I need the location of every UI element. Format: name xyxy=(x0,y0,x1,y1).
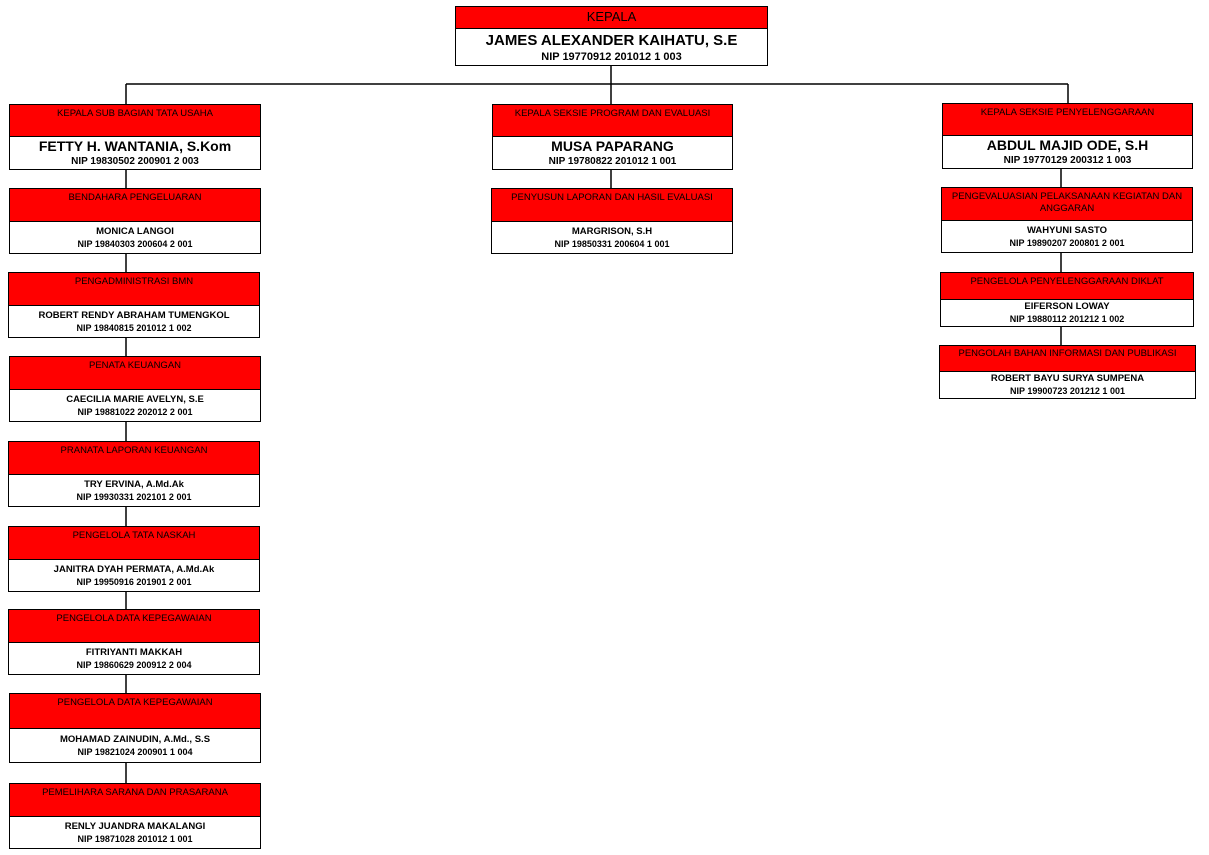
box-title: PENGADMINISTRASI BMN xyxy=(9,273,259,306)
box-nip: NIP 19881022 202012 2 001 xyxy=(77,406,193,417)
org-box-col3-3: PENGOLAH BAHAN INFORMASI DAN PUBLIKASI R… xyxy=(939,345,1196,399)
box-nip: NIP 19770129 200312 1 003 xyxy=(1003,155,1132,166)
box-name: MOHAMAD ZAINUDIN, A.Md., S.S xyxy=(59,733,211,745)
box-nip: NIP 19860629 200912 2 004 xyxy=(76,659,192,670)
box-body: ABDUL MAJID ODE, S.H NIP 19770129 200312… xyxy=(943,136,1192,168)
box-name: JAMES ALEXANDER KAIHATU, S.E xyxy=(485,31,738,49)
org-box-col1-1: BENDAHARA PENGELUARAN MONICA LANGOI NIP … xyxy=(9,188,261,254)
box-name: JANITRA DYAH PERMATA, A.Md.Ak xyxy=(53,563,215,575)
box-title: PENGELOLA TATA NASKAH xyxy=(9,527,259,560)
box-nip: NIP 19871028 201012 1 001 xyxy=(77,833,193,844)
org-box-col1-3: PENATA KEUANGAN CAECILIA MARIE AVELYN, S… xyxy=(9,356,261,422)
box-name: CAECILIA MARIE AVELYN, S.E xyxy=(66,393,204,405)
box-title: PRANATA LAPORAN KEUANGAN xyxy=(9,442,259,475)
box-nip: NIP 19900723 201212 1 001 xyxy=(1010,386,1125,396)
box-body: JANITRA DYAH PERMATA, A.Md.Ak NIP 199509… xyxy=(9,560,259,591)
box-body: WAHYUNI SASTO NIP 19890207 200801 2 001 xyxy=(942,221,1192,252)
org-box-col3-0: KEPALA SEKSIE PENYELENGGARAAN ABDUL MAJI… xyxy=(942,103,1193,169)
box-title: PENYUSUN LAPORAN DAN HASIL EVALUASI xyxy=(492,189,732,222)
box-body: MUSA PAPARANG NIP 19780822 201012 1 001 xyxy=(493,137,732,169)
box-name: MARGRISON, S.H xyxy=(571,225,653,237)
box-body: RENLY JUANDRA MAKALANGI NIP 19871028 201… xyxy=(10,817,260,848)
box-body: EIFERSON LOWAY NIP 19880112 201212 1 002 xyxy=(941,300,1193,326)
org-box-col1-4: PRANATA LAPORAN KEUANGAN TRY ERVINA, A.M… xyxy=(8,441,260,507)
org-box-col1-2: PENGADMINISTRASI BMN ROBERT RENDY ABRAHA… xyxy=(8,272,260,338)
box-name: MUSA PAPARANG xyxy=(551,138,674,154)
box-nip: NIP 19840303 200604 2 001 xyxy=(77,238,193,249)
box-nip: NIP 19930331 202101 2 001 xyxy=(76,491,192,502)
box-title: PENGOLAH BAHAN INFORMASI DAN PUBLIKASI xyxy=(940,346,1195,372)
box-title: KEPALA xyxy=(456,7,767,29)
box-nip: NIP 19830502 200901 2 003 xyxy=(71,156,199,167)
box-title: PEMELIHARA SARANA DAN PRASARANA xyxy=(10,784,260,817)
box-body: ROBERT BAYU SURYA SUMPENA NIP 19900723 2… xyxy=(940,372,1195,398)
org-box-col3-1: PENGEVALUASIAN PELAKSANAAN KEGIATAN DAN … xyxy=(941,187,1193,253)
org-box-col2-0: KEPALA SEKSIE PROGRAM DAN EVALUASI MUSA … xyxy=(492,104,733,170)
box-body: FITRIYANTI MAKKAH NIP 19860629 200912 2 … xyxy=(9,643,259,674)
box-nip: NIP 19780822 201012 1 001 xyxy=(548,156,677,167)
box-title: PENGEVALUASIAN PELAKSANAAN KEGIATAN DAN … xyxy=(942,188,1192,221)
box-name: FITRIYANTI MAKKAH xyxy=(85,646,183,658)
box-title: KEPALA SEKSIE PENYELENGGARAAN xyxy=(943,104,1192,136)
box-title: KEPALA SUB BAGIAN TATA USAHA xyxy=(10,105,260,137)
org-box-col1-8: PEMELIHARA SARANA DAN PRASARANA RENLY JU… xyxy=(9,783,261,849)
box-body: JAMES ALEXANDER KAIHATU, S.E NIP 1977091… xyxy=(456,29,767,65)
box-title: PENGELOLA DATA KEPEGAWAIAN xyxy=(9,610,259,643)
org-box-col1-7: PENGELOLA DATA KEPEGAWAIAN MOHAMAD ZAINU… xyxy=(9,693,261,763)
box-name: EIFERSON LOWAY xyxy=(1024,301,1110,312)
box-body: MARGRISON, S.H NIP 19850331 200604 1 001 xyxy=(492,222,732,253)
box-body: CAECILIA MARIE AVELYN, S.E NIP 19881022 … xyxy=(10,390,260,421)
box-title: PENATA KEUANGAN xyxy=(10,357,260,390)
box-nip: NIP 19880112 201212 1 002 xyxy=(1009,314,1125,324)
org-box-col2-1: PENYUSUN LAPORAN DAN HASIL EVALUASI MARG… xyxy=(491,188,733,254)
box-nip: NIP 19950916 201901 2 001 xyxy=(76,576,192,587)
box-name: MONICA LANGOI xyxy=(96,225,174,237)
box-body: MONICA LANGOI NIP 19840303 200604 2 001 xyxy=(10,222,260,253)
box-nip: NIP 19821024 200901 1 004 xyxy=(77,746,193,757)
box-body: ROBERT RENDY ABRAHAM TUMENGKOL NIP 19840… xyxy=(9,306,259,337)
org-box-col1-0: KEPALA SUB BAGIAN TATA USAHA FETTY H. WA… xyxy=(9,104,261,170)
org-box-col1-5: PENGELOLA TATA NASKAH JANITRA DYAH PERMA… xyxy=(8,526,260,592)
box-name: ABDUL MAJID ODE, S.H xyxy=(986,137,1149,153)
box-nip: NIP 19890207 200801 2 001 xyxy=(1009,237,1125,248)
box-body: TRY ERVINA, A.Md.Ak NIP 19930331 202101 … xyxy=(9,475,259,506)
box-name: RENLY JUANDRA MAKALANGI xyxy=(64,820,206,832)
box-name: TRY ERVINA, A.Md.Ak xyxy=(84,478,184,490)
box-nip: NIP 19770912 201012 1 003 xyxy=(541,50,682,63)
box-title: PENGELOLA DATA KEPEGAWAIAN xyxy=(10,694,260,729)
box-name: WAHYUNI SASTO xyxy=(1026,224,1108,236)
box-name: ROBERT BAYU SURYA SUMPENA xyxy=(990,373,1145,384)
org-box-col1-6: PENGELOLA DATA KEPEGAWAIAN FITRIYANTI MA… xyxy=(8,609,260,675)
box-nip: NIP 19840815 201012 1 002 xyxy=(76,322,192,333)
org-box-kepala: KEPALA JAMES ALEXANDER KAIHATU, S.E NIP … xyxy=(455,6,768,66)
org-box-col3-2: PENGELOLA PENYELENGGARAAN DIKLAT EIFERSO… xyxy=(940,272,1194,327)
box-title: BENDAHARA PENGELUARAN xyxy=(10,189,260,222)
box-title: PENGELOLA PENYELENGGARAAN DIKLAT xyxy=(941,273,1193,300)
box-nip: NIP 19850331 200604 1 001 xyxy=(554,238,670,249)
box-body: MOHAMAD ZAINUDIN, A.Md., S.S NIP 1982102… xyxy=(10,729,260,762)
box-name: FETTY H. WANTANIA, S.Kom xyxy=(38,138,232,154)
box-body: FETTY H. WANTANIA, S.Kom NIP 19830502 20… xyxy=(10,137,260,169)
box-name: ROBERT RENDY ABRAHAM TUMENGKOL xyxy=(38,309,230,321)
box-title: KEPALA SEKSIE PROGRAM DAN EVALUASI xyxy=(493,105,732,137)
